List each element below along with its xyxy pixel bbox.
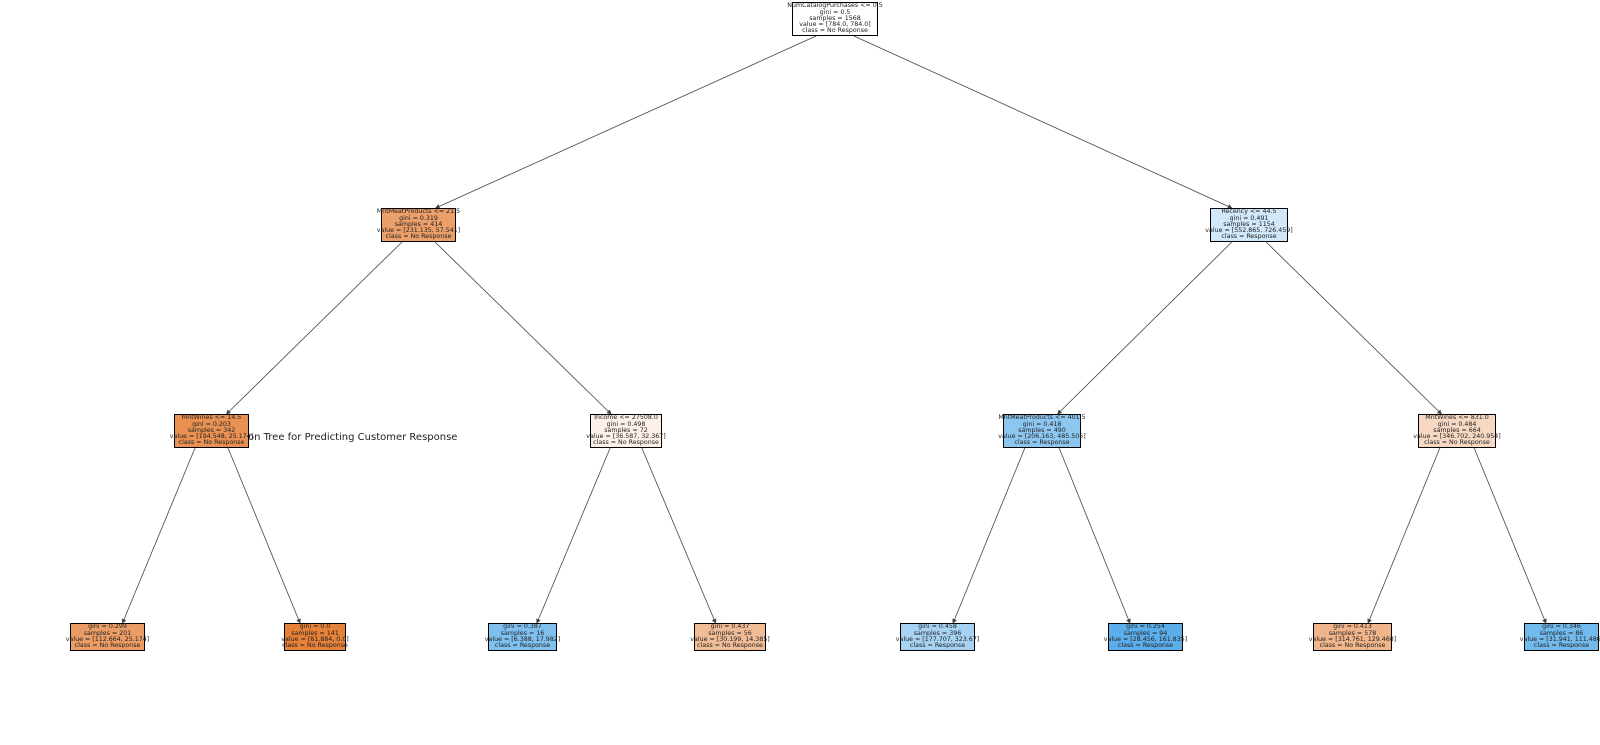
node-line: samples = 578: [1328, 629, 1377, 637]
tree-edge-n8-n12: [1265, 241, 1442, 415]
tree-edge-n0-n1: [434, 35, 817, 209]
node-line: value = [112.664, 25.174]: [65, 636, 150, 643]
tree-edge-n9-n11: [1058, 447, 1131, 624]
node-line: gini = 0.413: [1333, 623, 1372, 631]
node-line: value = [206.163, 485.505]: [998, 433, 1086, 441]
node-line: gini = 0.5: [819, 8, 851, 16]
node-line: class = No Response: [593, 439, 659, 447]
tree-edge-n2-n4: [227, 447, 301, 624]
node-line: samples = 56: [708, 629, 752, 637]
node-line: class = Response: [1221, 233, 1277, 241]
tree-edge-n12-n13: [1367, 447, 1441, 624]
node-line: gini = 0.484: [1437, 420, 1477, 428]
node-line: gini = 0.418: [1022, 420, 1062, 428]
node-line: gini = 0.319: [399, 214, 438, 222]
node-line: samples = 1568: [809, 14, 861, 22]
node-line: samples = 141: [291, 629, 339, 637]
node-line: class = Response: [494, 642, 551, 650]
node-line: value = [231.135, 57.541]: [376, 227, 461, 235]
node-line: value = [552.865, 726.459]: [1205, 227, 1293, 235]
node-line: value = [784.0, 784.0]: [799, 21, 871, 29]
node-line: class = No Response: [74, 642, 141, 650]
tree-edge-n0-n8: [853, 35, 1233, 209]
node-line: gini = 0.387: [503, 623, 542, 631]
node-line: value = [177.707, 323.67]: [895, 636, 980, 643]
node-line: gini = 0.203: [192, 420, 231, 428]
node-line: value = [30.199, 14.385]: [690, 636, 770, 643]
tree-edge-n5-n6: [536, 447, 611, 624]
node-line: gini = 0.0: [299, 623, 331, 631]
node-line: class = Response: [1014, 439, 1070, 447]
node-line: value = [31.941, 111.486]: [1519, 636, 1600, 643]
node-line: class = No Response: [1319, 642, 1386, 650]
tree-edge-n5-n7: [641, 447, 717, 624]
node-line: samples = 72: [604, 426, 648, 434]
node-line: MntMeatProducts <= 401.5: [998, 414, 1086, 422]
node-line: class = No Response: [1424, 439, 1490, 447]
node-line: gini = 0.491: [1229, 214, 1269, 222]
node-line: samples = 342: [187, 426, 236, 434]
node-line: NumCatalogPurchases <= 0.5: [787, 2, 883, 10]
node-line: MntWines <= 14.5: [181, 414, 242, 422]
node-line: value = [81.884, 0.0]: [281, 636, 349, 643]
node-line: gini = 0.498: [606, 420, 646, 428]
node-line: gini = 0.346: [1542, 623, 1581, 631]
node-line: class = Response: [1533, 642, 1590, 650]
node-line: samples = 16: [500, 629, 545, 637]
node-line: samples = 86: [1539, 629, 1584, 637]
node-line: Recency <= 44.5: [1221, 208, 1277, 216]
node-line: MntWines <= 831.0: [1425, 414, 1489, 422]
node-line: value = [6.388, 17.982]: [484, 636, 561, 643]
tree-edge-n2-n3: [121, 447, 196, 624]
node-line: gini = 0.437: [710, 623, 750, 631]
node-line: gini = 0.299: [88, 623, 127, 631]
tree-edge-n1-n2: [225, 241, 403, 415]
tree-edge-n1-n5: [434, 241, 612, 415]
node-line: class = No Response: [697, 642, 763, 650]
node-line: value = [314.761, 129.468]: [1308, 636, 1397, 643]
node-line: value = [346.702, 240.954]: [1413, 433, 1501, 441]
node-line: class = Response: [1117, 642, 1174, 650]
node-line: samples = 201: [83, 629, 132, 637]
node-line: class = Response: [909, 642, 966, 650]
node-line: Income <= 27508.0: [594, 414, 658, 422]
node-line: gini = 0.254: [1126, 623, 1165, 631]
node-line: samples = 396: [913, 629, 962, 637]
node-line: value = [28.456, 161.835]: [1103, 636, 1188, 643]
node-line: value = [36.587, 32.367]: [586, 433, 666, 441]
node-line: class = No Response: [802, 27, 868, 35]
tree-edge-n12-n14: [1473, 447, 1547, 624]
node-line: samples = 664: [1433, 426, 1481, 434]
node-line: class = No Response: [178, 439, 245, 447]
node-line: MntMeatProducts <= 21.5: [376, 208, 461, 216]
node-line: samples = 490: [1018, 426, 1066, 434]
node-line: value = [194.548, 25.174]: [169, 433, 254, 441]
node-line: class = No Response: [385, 233, 452, 241]
node-line: samples = 414: [394, 220, 443, 228]
node-line: class = No Response: [282, 642, 348, 650]
node-line: samples = 94: [1123, 629, 1168, 637]
tree-edge-n8-n9: [1057, 241, 1233, 415]
node-line: gini = 0.458: [918, 623, 957, 631]
node-line: samples = 1154: [1223, 220, 1275, 228]
tree-edge-n9-n10: [952, 447, 1026, 624]
chart-title: on Tree for Predicting Customer Response: [248, 432, 458, 443]
